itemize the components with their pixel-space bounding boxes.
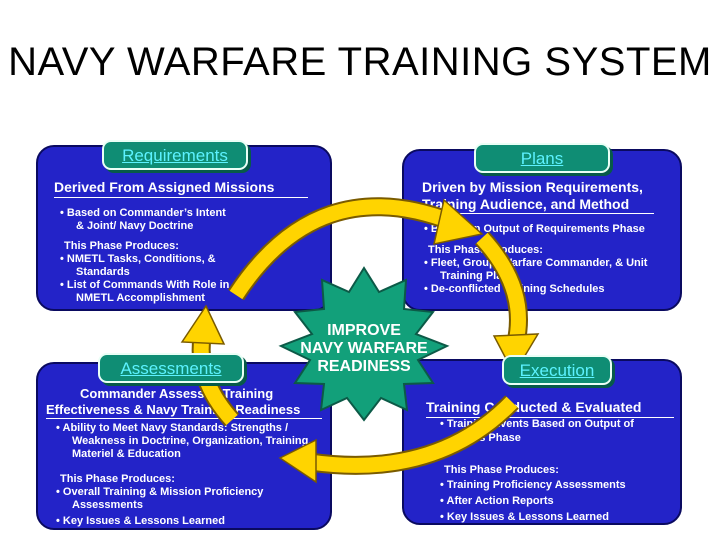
assessments-heading-underline <box>46 418 322 419</box>
requirements-bullet-3: • List of Commands With Role in <box>60 279 230 291</box>
center-line-3: READINESS <box>317 358 411 375</box>
plans-produces-label: This Phase Produces: <box>428 244 543 256</box>
execution-tag: Execution <box>502 355 612 385</box>
assessments-produces-label: This Phase Produces: <box>60 473 175 485</box>
assessments-bullet-1-cont: Weakness in Doctrine, Organization, Trai… <box>72 435 312 447</box>
plans-tag: Plans <box>474 143 610 173</box>
assessments-bullet-2-cont: Assessments <box>72 499 143 511</box>
execution-produces-label: This Phase Produces: <box>444 464 559 476</box>
assessments-panel: Commander Assesses Training Effectivenes… <box>36 362 332 530</box>
center-line-2: NAVY WARFARE <box>300 340 428 357</box>
requirements-heading: Derived From Assigned Missions <box>54 179 275 195</box>
execution-bullet-1-cont: Plans Phase <box>456 432 521 444</box>
requirements-produces-label: This Phase Produces: <box>64 240 179 252</box>
execution-bullet-2: • Training Proficiency Assessments <box>440 479 626 491</box>
center-readiness-label: IMPROVE NAVY WARFARE READINESS <box>280 322 448 376</box>
assessments-tag: Assessments <box>98 353 244 383</box>
page-title: NAVY WARFARE TRAINING SYSTEM <box>8 40 712 84</box>
requirements-heading-underline <box>54 197 308 198</box>
assessments-heading-line1: Commander Assesses Training <box>80 386 274 401</box>
requirements-tag: Requirements <box>102 140 248 170</box>
assessments-bullet-1: • Ability to Meet Navy Standards: Streng… <box>56 422 289 434</box>
center-line-1: IMPROVE <box>327 322 401 339</box>
requirements-bullet-2-cont: Standards <box>76 266 130 278</box>
requirements-bullet-1-cont: & Joint/ Navy Doctrine <box>76 220 194 232</box>
execution-heading: Training Conducted & Evaluated <box>426 399 642 415</box>
plans-bullet-3: • De-conflicted Training Schedules <box>424 283 605 295</box>
execution-heading-underline <box>426 417 674 418</box>
assessments-bullet-3: • Key Issues & Lessons Learned <box>56 515 225 527</box>
plans-heading-line2: Training Audience, and Method <box>422 196 630 212</box>
plans-bullet-1: • Based on Output of Requirements Phase <box>424 223 645 235</box>
plans-heading-line1: Driven by Mission Requirements, <box>422 179 643 195</box>
assessments-bullet-2: • Overall Training & Mission Proficiency <box>56 486 264 498</box>
assessments-bullet-1-cont2: Materiel & Education <box>72 448 181 460</box>
execution-bullet-3: • After Action Reports <box>440 495 554 507</box>
requirements-bullet-2: • NMETL Tasks, Conditions, & <box>60 253 216 265</box>
plans-bullet-2: • Fleet, Group, Warfare Commander, & Uni… <box>424 257 648 269</box>
plans-bullet-2-cont: Training Plans <box>440 270 516 282</box>
assessments-heading-line2: Effectiveness & Navy Training Readiness <box>46 402 301 417</box>
requirements-bullet-3-cont: NMETL Accomplishment <box>76 292 205 304</box>
requirements-bullet-1: • Based on Commander’s Intent <box>60 207 226 219</box>
execution-bullet-1: • Training Events Based on Output of <box>440 418 634 430</box>
execution-bullet-4: • Key Issues & Lessons Learned <box>440 511 609 523</box>
plans-panel: Driven by Mission Requirements, Training… <box>402 149 682 311</box>
plans-heading-underline <box>422 213 654 214</box>
